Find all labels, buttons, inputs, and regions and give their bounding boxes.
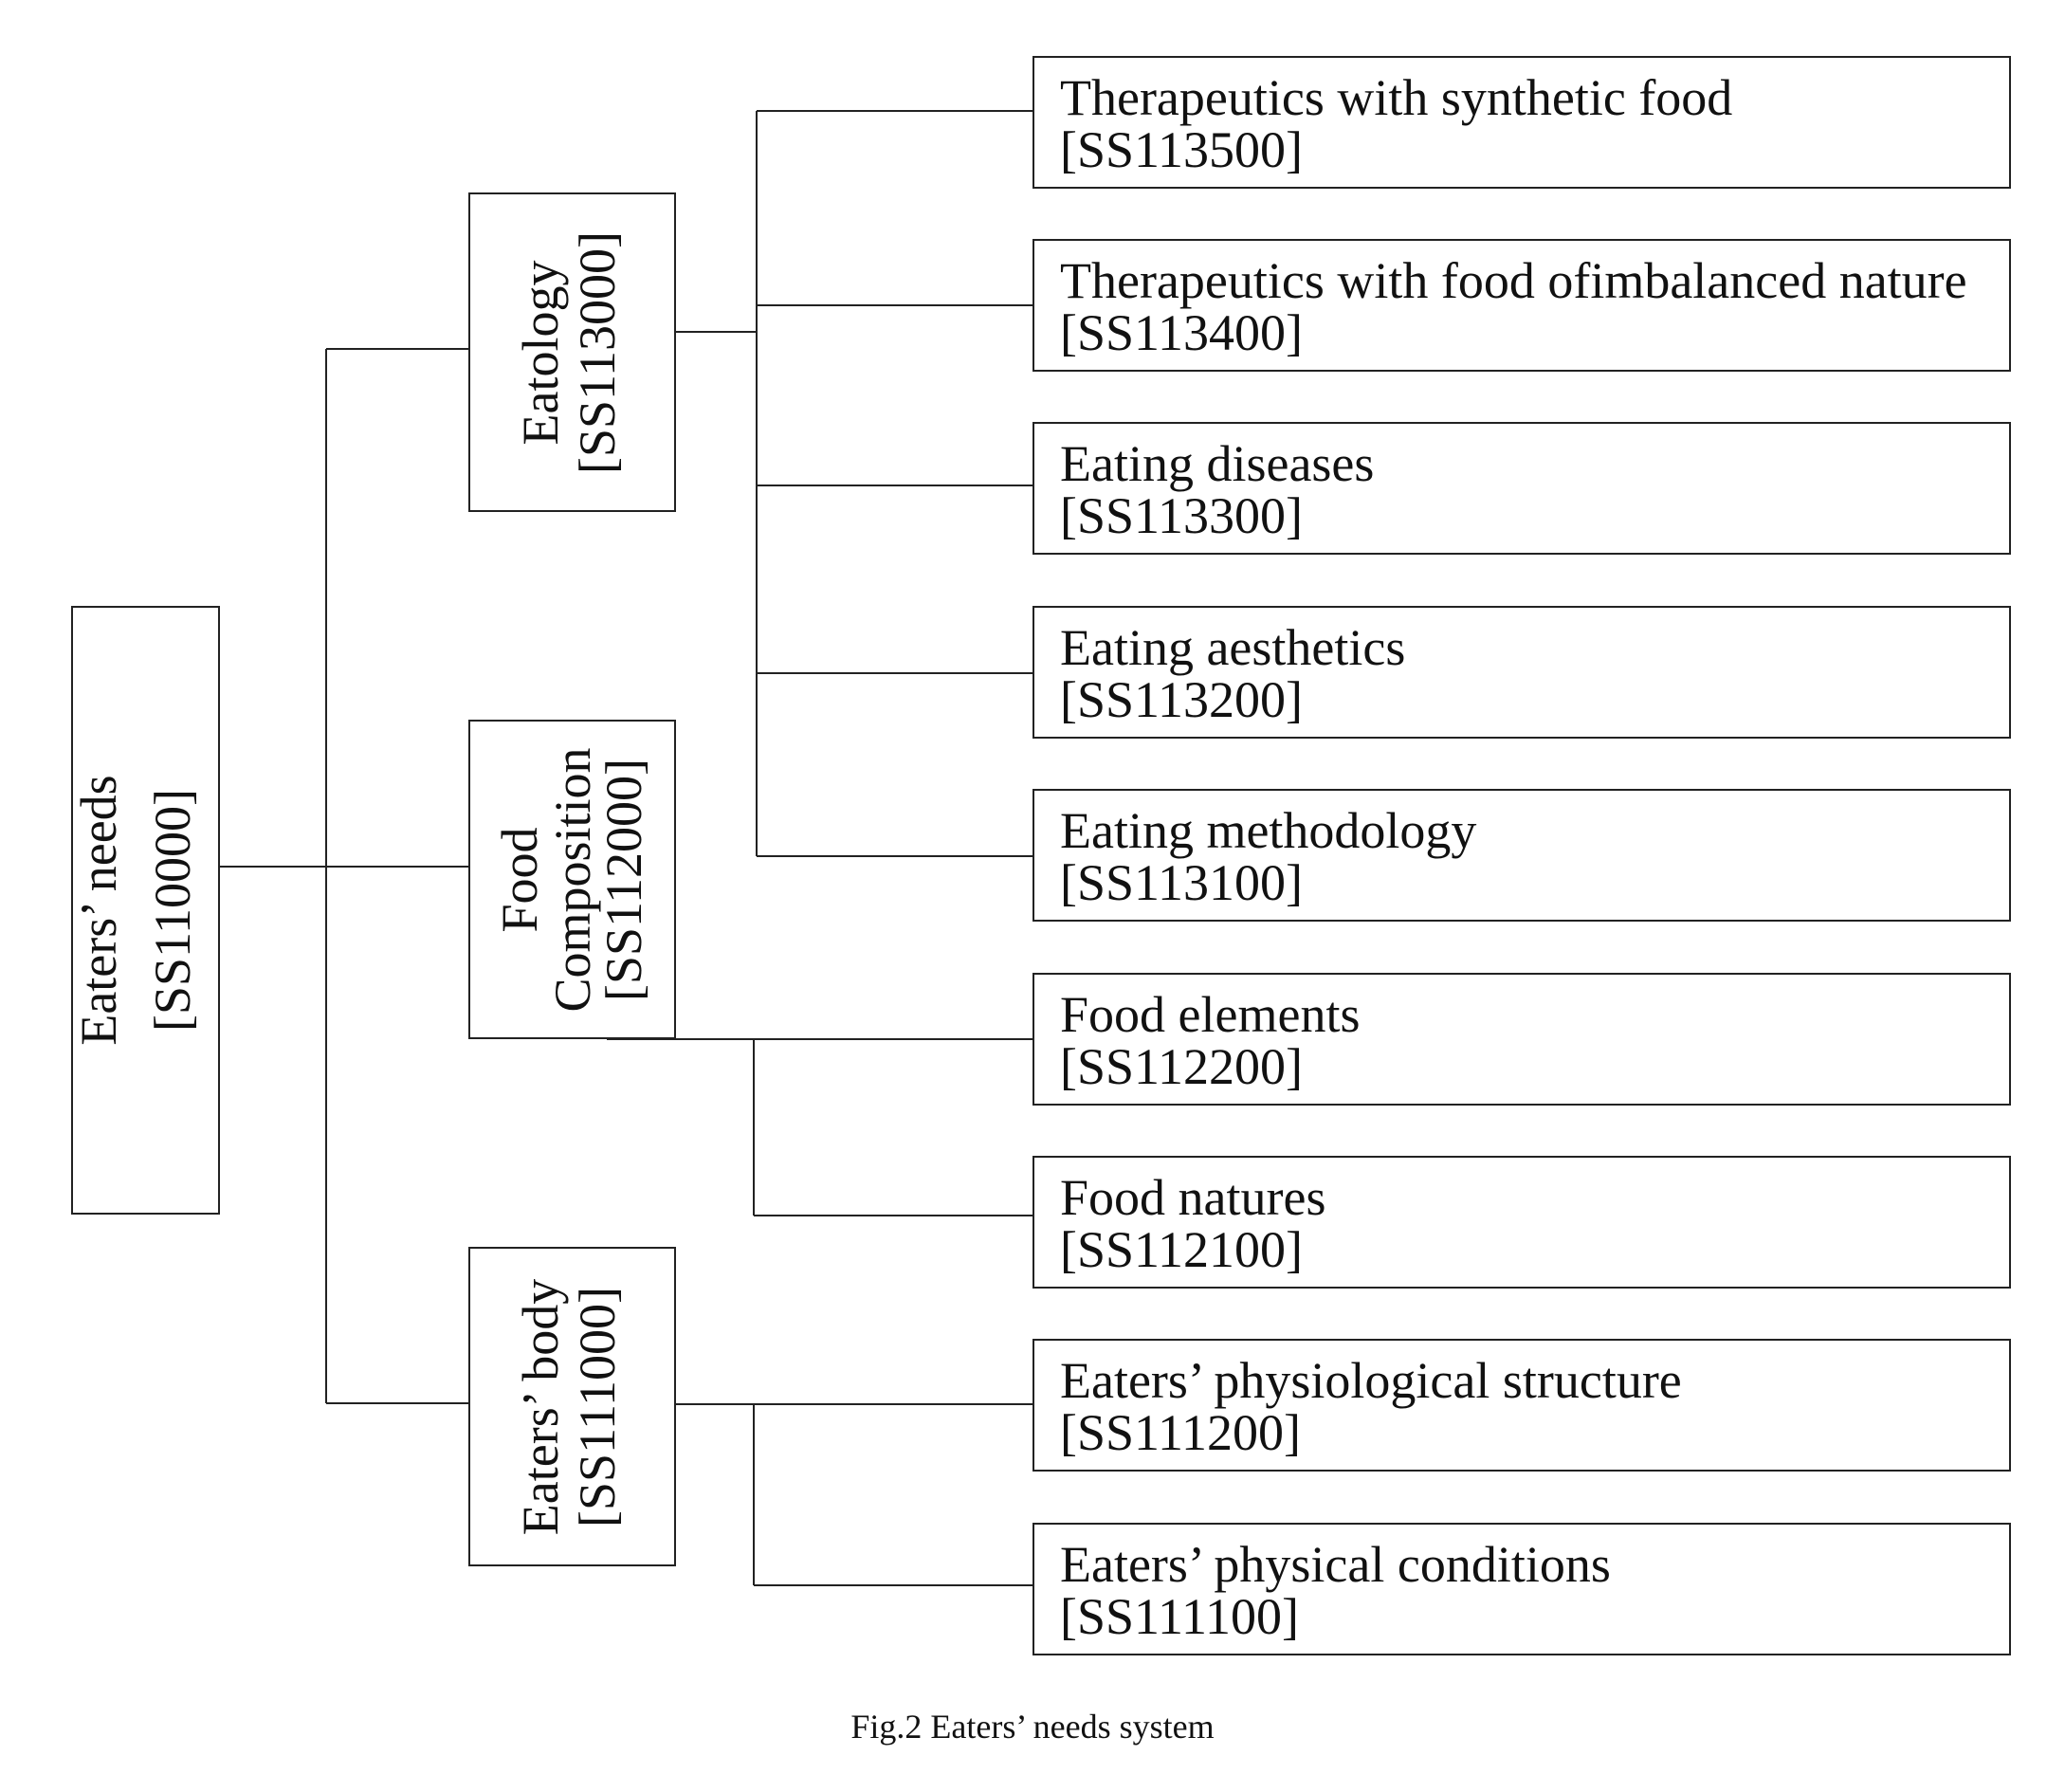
- branch-food-composition-line-1: Food: [491, 827, 548, 932]
- leaf-box: [1032, 1339, 2011, 1472]
- leaf-title: Food elements: [1060, 986, 1360, 1043]
- leaf-box: [1032, 973, 2011, 1106]
- leaf-box: [1032, 56, 2011, 189]
- leaf-1: Therapeutics with synthetic food [SS1135…: [1032, 56, 2011, 189]
- branch-eaters-body: Eaters’ body [SS111000]: [468, 1247, 676, 1566]
- leaf-title: Eating diseases: [1060, 435, 1374, 492]
- branch-eatology-code: [SS113000]: [569, 231, 626, 474]
- branch-box-eaters-body: [468, 1247, 676, 1566]
- leaf-code: [SS113400]: [1060, 304, 1303, 361]
- leaf-title: Eaters’ physical conditions: [1060, 1536, 1611, 1593]
- leaf-4: Eating aesthetics [SS113200]: [1032, 606, 2011, 739]
- leaf-5: Eating methodology [SS113100]: [1032, 789, 2011, 922]
- branch-food-composition-line-2: Composition: [544, 747, 601, 1012]
- leaf-box: [1032, 1156, 2011, 1289]
- branch-eaters-body-code: [SS111000]: [569, 1287, 626, 1527]
- leaf-6: Food elements [SS112200]: [1032, 973, 2011, 1106]
- leaf-box: [1032, 789, 2011, 922]
- branch-eatology: Eatology [SS113000]: [468, 192, 676, 512]
- root-title: Eaters’ needs: [70, 775, 127, 1045]
- branch-eatology-title: Eatology: [512, 261, 569, 446]
- leaf-box: [1032, 606, 2011, 739]
- leaf-9: Eaters’ physical conditions [SS111100]: [1032, 1523, 2011, 1655]
- leaf-code: [SS113500]: [1060, 121, 1303, 178]
- leaf-code: [SS111100]: [1060, 1588, 1299, 1645]
- leaf-title: Therapeutics with food ofimbalanced natu…: [1060, 252, 1967, 309]
- leaf-box: [1032, 1523, 2011, 1655]
- leaf-box: [1032, 422, 2011, 555]
- leaf-title: Therapeutics with synthetic food: [1060, 69, 1732, 126]
- leaf-2: Therapeutics with food ofimbalanced natu…: [1032, 239, 2011, 372]
- leaf-code: [SS113100]: [1060, 854, 1303, 911]
- connectors: [220, 110, 1033, 1586]
- root-box: [71, 606, 220, 1215]
- branch-eaters-body-title: Eaters’ body: [512, 1279, 569, 1535]
- leaf-8: Eaters’ physiological structure [SS11120…: [1032, 1339, 2011, 1472]
- root-node: Eaters’ needs [SS110000]: [70, 606, 220, 1215]
- leaf-title: Food natures: [1060, 1169, 1325, 1226]
- leaf-code: [SS113200]: [1060, 671, 1303, 728]
- leaf-title: Eating aesthetics: [1060, 619, 1405, 676]
- figure-caption: Fig.2 Eaters’ needs system: [850, 1708, 1215, 1746]
- branch-food-composition-code: [SS112000]: [595, 759, 652, 1001]
- branch-food-composition: Food Composition [SS112000]: [468, 720, 676, 1039]
- leaf-box: [1032, 239, 2011, 372]
- leaf-3: Eating diseases [SS113300]: [1032, 422, 2011, 555]
- leaf-code: [SS113300]: [1060, 487, 1303, 544]
- leaf-code: [SS111200]: [1060, 1404, 1301, 1461]
- leaf-7: Food natures [SS112100]: [1032, 1156, 2011, 1289]
- branch-box-food-composition: [468, 720, 676, 1039]
- leaf-title: Eaters’ physiological structure: [1060, 1352, 1682, 1409]
- leaf-code: [SS112100]: [1060, 1221, 1303, 1278]
- branch-box-eatology: [468, 192, 676, 512]
- root-code: [SS110000]: [144, 789, 201, 1032]
- leaf-title: Eating methodology: [1060, 802, 1476, 859]
- leaf-code: [SS112200]: [1060, 1038, 1303, 1095]
